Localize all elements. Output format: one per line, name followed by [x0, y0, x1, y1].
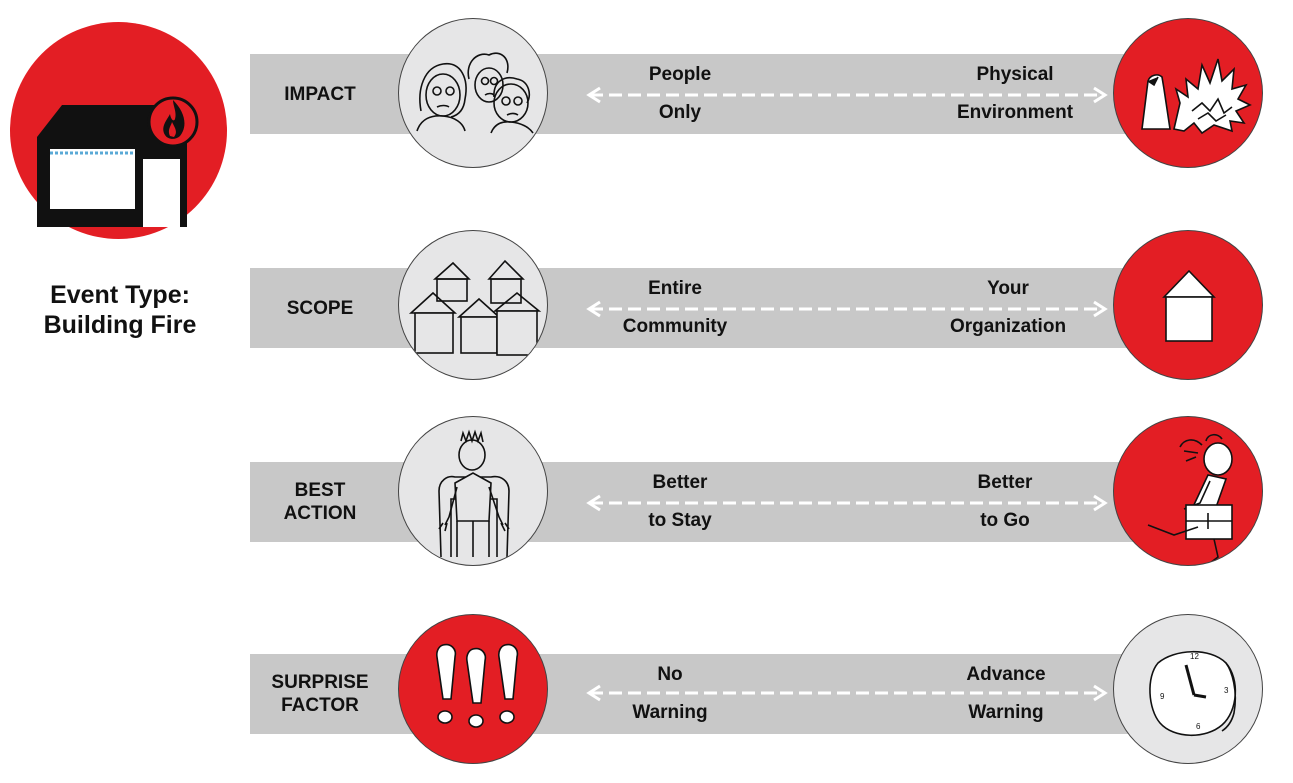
- row-label: BEST ACTION: [283, 480, 357, 524]
- left-end-label: No Warning: [632, 664, 708, 723]
- row-impact: IMPACT People Only Physical Env: [0, 0, 1293, 175]
- event-type-line2: Building Fire: [43, 311, 197, 339]
- double-arrow: [586, 300, 1108, 318]
- row-label: IMPACT: [284, 83, 356, 105]
- houses-icon: [398, 230, 548, 380]
- left-end-label: People Only: [648, 64, 712, 123]
- people-icon: [398, 18, 548, 168]
- event-type-panel: Event Type: Building Fire: [0, 0, 240, 380]
- double-arrow: [586, 86, 1108, 104]
- right-end-label: Better to Go: [977, 472, 1033, 531]
- right-end-label: Advance Warning: [966, 664, 1046, 723]
- svg-text:12: 12: [1190, 652, 1199, 661]
- event-type-line1: Event Type:: [50, 281, 190, 309]
- double-arrow: [586, 494, 1108, 512]
- event-type-title: Event Type: Building Fire: [0, 280, 240, 340]
- svg-text:3: 3: [1224, 686, 1229, 695]
- double-arrow: [586, 684, 1108, 702]
- row-surprise-factor: SURPRISE FACTOR 12 3 6 9 No Warning Adva…: [0, 608, 1293, 783]
- exclamation-marks-icon: [398, 614, 548, 764]
- row-best-action: BEST ACTION Better to Stay Better to Go: [0, 416, 1293, 591]
- clock-icon: 12 3 6 9: [1113, 614, 1263, 764]
- person-running-icon: [1113, 416, 1263, 566]
- building-fire-icon: [10, 22, 227, 239]
- left-end-label: Better to Stay: [648, 472, 712, 531]
- right-end-label: Physical Environment: [956, 64, 1074, 123]
- row-label: SURPRISE FACTOR: [271, 672, 369, 716]
- person-sitting-icon: [398, 416, 548, 566]
- burned-environment-icon: [1113, 18, 1263, 168]
- single-house-icon: [1113, 230, 1263, 380]
- row-scope: SCOPE Entire Community Your Organization: [0, 214, 1293, 389]
- left-end-label: Entire Community: [622, 278, 728, 337]
- row-label: SCOPE: [286, 297, 354, 319]
- svg-text:9: 9: [1160, 692, 1165, 701]
- right-end-label: Your Organization: [949, 278, 1067, 337]
- svg-text:6: 6: [1196, 722, 1201, 731]
